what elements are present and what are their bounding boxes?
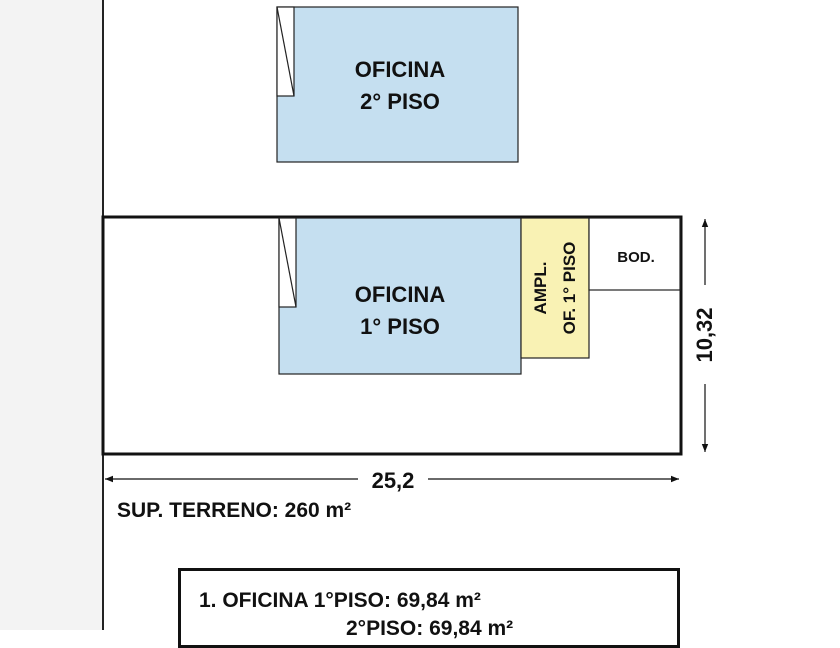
width-dimension: 25,2 [105,468,679,493]
office-second-floor-label-line2: 2° PISO [360,89,440,114]
door-icon [276,6,295,97]
office-first-floor-area [278,217,522,375]
ampliacion: AMPL. OF. 1° PISO [520,217,590,359]
lot-outline [101,215,683,456]
floor-plan: OFICINA 2° PISO OFICINA 1° PISO AMPL. OF… [101,6,717,522]
door-icon [278,217,297,308]
depth-dimension: 10,32 [692,219,717,452]
bodega-area [588,217,681,291]
depth-dimension-value: 10,32 [692,307,717,362]
office-second-floor-label-line1: OFICINA [355,57,446,82]
width-dimension-value: 25,2 [372,468,415,493]
left-margin [0,0,103,630]
ampliacion-label-line1: AMPL. [531,262,550,315]
office-second-floor-area [276,6,519,163]
ampliacion-area [520,217,590,359]
areas-table: 1. OFICINA 1°PISO: 69,84 m² 2°PISO: 69,8… [178,568,680,648]
bodega: BOD. [588,217,681,291]
office-first-floor-label-line1: OFICINA [355,282,446,307]
office-first-floor-label-line2: 1° PISO [360,314,440,339]
bodega-label: BOD. [617,249,655,266]
site-area-label: SUP. TERRENO: 260 m² [117,499,351,522]
areas-table-line-1: 1. OFICINA 1°PISO: 69,84 m² [199,589,481,612]
office-first-floor: OFICINA 1° PISO [278,217,522,375]
ampliacion-label-line2: OF. 1° PISO [560,242,579,335]
areas-table-line-2: 2°PISO: 69,84 m² [346,617,514,640]
office-second-floor: OFICINA 2° PISO [276,6,519,163]
